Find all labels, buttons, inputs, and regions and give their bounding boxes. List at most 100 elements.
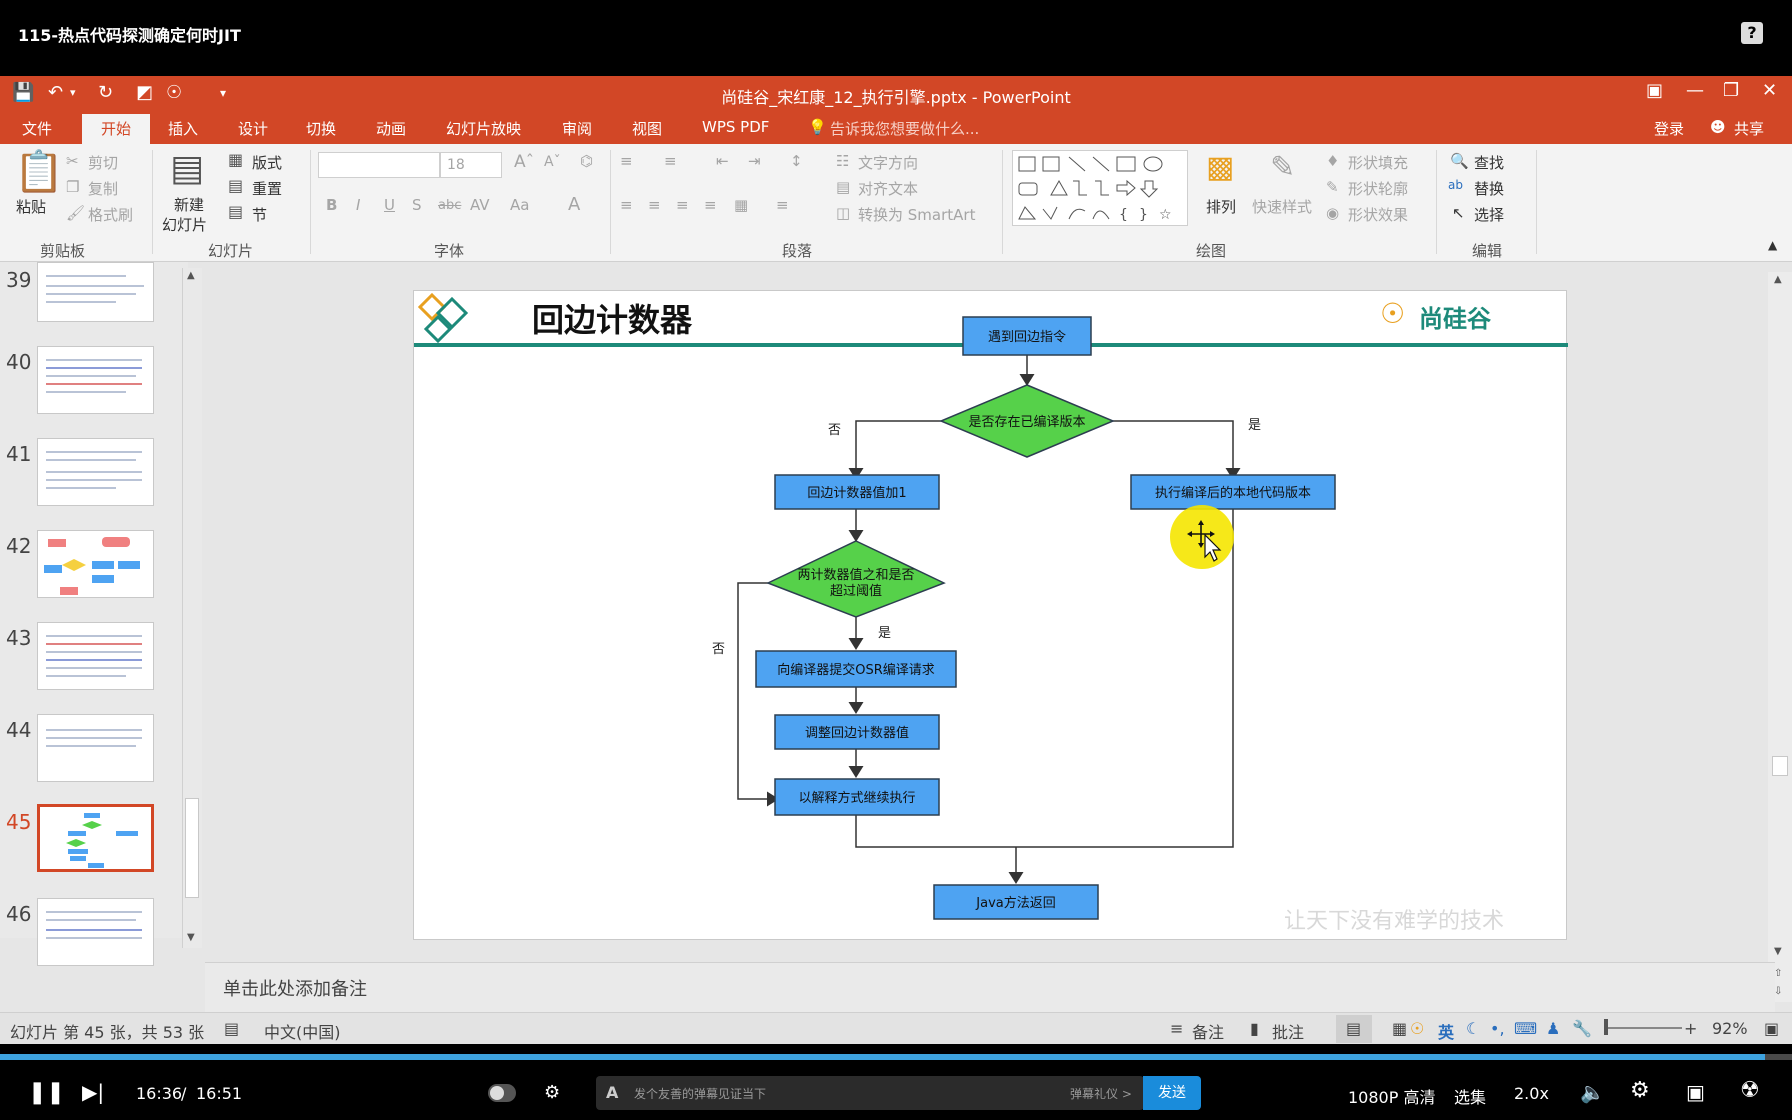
danmaku-toggle[interactable]: [488, 1084, 516, 1102]
slideshow-icon[interactable]: ◩: [136, 82, 154, 103]
shape-fill-button[interactable]: 形状填充: [1348, 154, 1409, 172]
save-icon[interactable]: 💾: [12, 82, 35, 103]
slide-thumbnail[interactable]: [37, 714, 154, 782]
quick-styles-icon[interactable]: ✎: [1270, 150, 1296, 185]
paste-icon[interactable]: 📋: [14, 149, 64, 195]
normal-view-button[interactable]: [1336, 1015, 1372, 1043]
reset-button[interactable]: 重置: [252, 180, 283, 198]
restore-icon[interactable]: ❐: [1723, 80, 1740, 101]
slide-thumbnail[interactable]: [37, 438, 154, 506]
login-link[interactable]: 登录: [1654, 120, 1685, 138]
slide-thumbnail[interactable]: [37, 530, 154, 598]
close-icon[interactable]: ✕: [1762, 80, 1778, 101]
pip-icon[interactable]: ▣: [1686, 1080, 1705, 1104]
prev-slide-icon[interactable]: ⇧: [1774, 968, 1783, 979]
slide-thumbnail[interactable]: [37, 898, 154, 966]
grow-font-icon[interactable]: Aˆ: [514, 152, 535, 172]
episodes-button[interactable]: 选集: [1454, 1088, 1487, 1107]
notes-pane[interactable]: 单击此处添加备注: [205, 962, 1775, 1012]
menu-view[interactable]: 视图: [632, 120, 663, 138]
notes-placeholder[interactable]: 单击此处添加备注: [223, 979, 367, 1000]
new-slide-icon[interactable]: ▤: [170, 148, 205, 189]
settings-gear-icon[interactable]: ⚙: [1630, 1078, 1650, 1103]
redo-icon[interactable]: ↻: [98, 82, 114, 103]
font-name-field[interactable]: [318, 152, 440, 178]
scroll-down-icon[interactable]: ▼: [187, 932, 195, 943]
danmaku-etiquette-link[interactable]: 弹幕礼仪 >: [1070, 1087, 1132, 1101]
share-button[interactable]: 共享: [1734, 120, 1765, 138]
align-text-button[interactable]: 对齐文本: [858, 180, 919, 198]
shapes-gallery[interactable]: { } ☆: [1012, 150, 1188, 226]
copy-button[interactable]: 复制: [88, 180, 119, 198]
scroll-down-icon[interactable]: ▼: [1774, 946, 1782, 957]
menu-insert[interactable]: 插入: [168, 120, 199, 138]
char-spacing-icon[interactable]: AV: [470, 196, 490, 214]
volume-icon[interactable]: 🔈: [1580, 1080, 1605, 1104]
moon-icon[interactable]: ☾: [1466, 1019, 1481, 1038]
columns-icon[interactable]: ≡: [776, 196, 789, 214]
ribbon-display-icon[interactable]: ▣: [1646, 80, 1664, 101]
person-icon[interactable]: ♟: [1546, 1019, 1561, 1038]
pause-icon[interactable]: ❚❚: [28, 1080, 65, 1105]
distributed-icon[interactable]: ▦: [734, 196, 749, 214]
menu-wps-pdf[interactable]: WPS PDF: [702, 118, 770, 136]
danmaku-placeholder[interactable]: 发个友善的弹幕见证当下: [634, 1087, 767, 1101]
punctuation-icon[interactable]: •,: [1490, 1019, 1505, 1038]
menu-animations[interactable]: 动画: [376, 120, 407, 138]
decrease-indent-icon[interactable]: ⇤: [716, 152, 729, 170]
text-direction-button[interactable]: 文字方向: [858, 154, 919, 172]
italic-icon[interactable]: I: [356, 196, 361, 214]
menu-design[interactable]: 设计: [238, 120, 269, 138]
menu-transitions[interactable]: 切换: [306, 120, 337, 138]
text-style-icon[interactable]: A: [606, 1083, 619, 1102]
arrange-button[interactable]: 排列: [1206, 198, 1237, 216]
ime-language[interactable]: 英: [1438, 1023, 1455, 1042]
clear-format-icon[interactable]: ⌬: [580, 152, 594, 170]
notes-toggle[interactable]: 备注: [1192, 1023, 1225, 1042]
menu-review[interactable]: 审阅: [562, 120, 593, 138]
scroll-thumb[interactable]: [1772, 756, 1788, 776]
tell-me-search[interactable]: 告诉我您想要做什么...: [830, 120, 980, 138]
comments-toggle[interactable]: 批注: [1272, 1023, 1305, 1042]
shadow-icon[interactable]: S: [412, 196, 422, 214]
align-right-icon[interactable]: ≡: [676, 196, 689, 214]
paste-button[interactable]: 粘贴: [16, 198, 47, 216]
scroll-up-icon[interactable]: ▲: [1774, 274, 1782, 285]
shape-outline-button[interactable]: 形状轮廓: [1348, 180, 1409, 198]
layout-button[interactable]: 版式: [252, 154, 283, 172]
find-button[interactable]: 查找: [1474, 154, 1505, 172]
zoom-slider-handle[interactable]: [1604, 1019, 1608, 1035]
menu-file[interactable]: 文件: [22, 120, 53, 138]
wrench-icon[interactable]: 🔧: [1572, 1019, 1592, 1038]
format-painter-button[interactable]: 格式刷: [88, 206, 134, 224]
align-center-icon[interactable]: ≡: [648, 196, 661, 214]
strikethrough-icon[interactable]: abc: [438, 198, 462, 213]
touch-mode-icon[interactable]: ☉: [166, 82, 183, 103]
keyboard-icon[interactable]: ⌨: [1514, 1019, 1538, 1038]
next-episode-icon[interactable]: ▶|: [82, 1080, 105, 1104]
danmaku-settings-icon[interactable]: ⚙: [544, 1082, 561, 1103]
zoom-in-icon[interactable]: +: [1684, 1019, 1698, 1038]
customize-qat-icon[interactable]: ▾: [220, 86, 227, 100]
change-case-icon[interactable]: Aa: [510, 196, 530, 214]
justify-icon[interactable]: ≡: [704, 196, 717, 214]
quick-styles-button[interactable]: 快速样式: [1252, 198, 1313, 216]
slide-thumbnail[interactable]: [37, 622, 154, 690]
fit-slide-icon[interactable]: ▣: [1764, 1019, 1780, 1038]
zoom-slider[interactable]: [1606, 1027, 1682, 1029]
menu-slideshow[interactable]: 幻灯片放映: [446, 120, 522, 138]
convert-smartart-button[interactable]: 转换为 SmartArt: [858, 206, 976, 224]
quality-selector[interactable]: 1080P 高清: [1348, 1088, 1436, 1107]
select-button[interactable]: 选择: [1474, 206, 1505, 224]
font-size-field[interactable]: 18: [440, 152, 502, 178]
scroll-thumb[interactable]: [185, 798, 199, 898]
bold-icon[interactable]: B: [326, 196, 338, 214]
shrink-font-icon[interactable]: Aˇ: [544, 154, 561, 170]
minimize-icon[interactable]: —: [1686, 80, 1704, 101]
slide-thumbnail[interactable]: [37, 346, 154, 414]
editor-scrollbar[interactable]: ▲ ▼ ⇧ ⇩: [1768, 272, 1792, 1002]
numbering-icon[interactable]: ≡: [664, 152, 677, 170]
thumbnail-scrollbar[interactable]: ▲ ▼: [182, 268, 202, 948]
video-progress-bar[interactable]: [0, 1054, 1792, 1060]
next-slide-icon[interactable]: ⇩: [1774, 986, 1783, 997]
